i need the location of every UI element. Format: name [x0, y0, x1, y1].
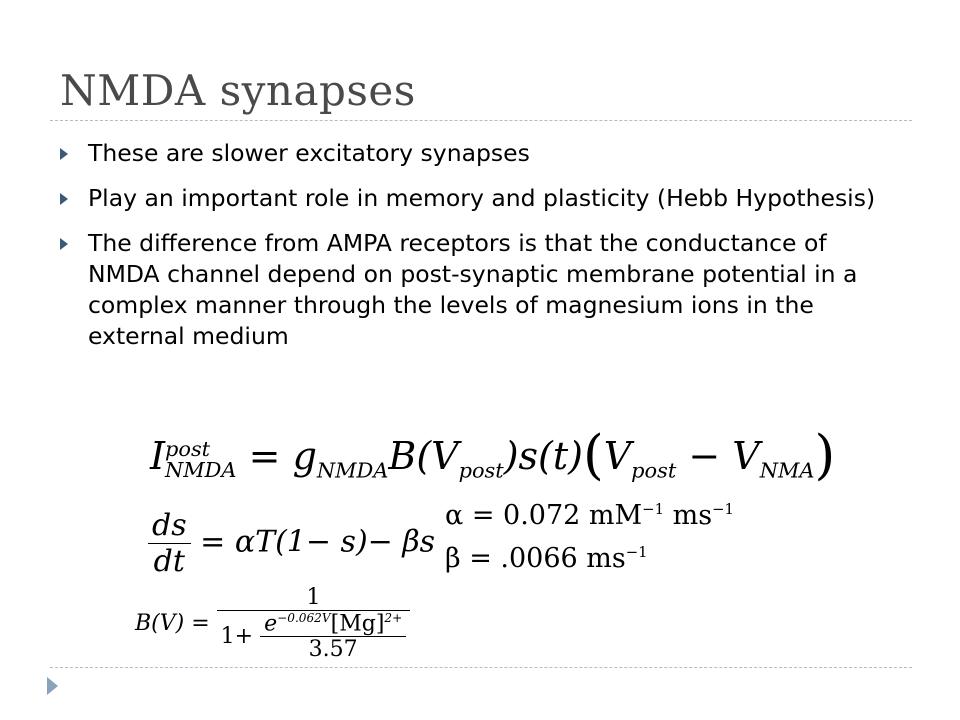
alpha-unit: ms [664, 500, 713, 531]
eq-inner-fraction: e−0.062V[Mg]2+ 3.57 [260, 611, 407, 663]
eq-one-plus: 1+ [220, 624, 254, 650]
bullet-text: Play an important role in memory and pla… [88, 184, 876, 212]
eq-v2-sub: NMA [759, 458, 815, 483]
eq-g-sub: NMDA [316, 458, 389, 483]
bullet-list: These are slower excitatory synapses Pla… [60, 138, 900, 366]
alpha-value: α = 0.072 mM [445, 500, 643, 531]
eq-divisor: 3.57 [308, 637, 358, 663]
eq-paren-open: ( [582, 424, 604, 486]
bullet-text: These are slower excitatory synapses [88, 139, 530, 167]
bullet-item: These are slower excitatory synapses [60, 138, 900, 169]
eq-ds-dt-fraction: ds dt [148, 508, 191, 579]
bullet-item: The difference from AMPA receptors is th… [60, 228, 900, 352]
footer-divider [50, 667, 912, 668]
eq-current-symbol: I [150, 434, 166, 478]
title-divider [50, 120, 912, 121]
eq-mg-numerator: 1 [216, 585, 411, 611]
eq-exp-power: −0.062V [277, 611, 331, 625]
eq-kinetics-rhs: = αT(1− s)− βs [200, 524, 436, 560]
alpha-exp2: −1 [712, 500, 734, 518]
eq-current-sup: post [165, 436, 211, 461]
triangle-bullet-icon [60, 148, 68, 160]
eq-paren-close: ) [814, 424, 836, 486]
eq-g-symbol: g [292, 434, 317, 478]
bullet-item: Play an important role in memory and pla… [60, 183, 900, 214]
kinetics-equation: ds dt = αT(1− s)− βs [148, 508, 435, 579]
eq-b-close: )s(t) [503, 434, 583, 478]
eq-v1-sub: post [631, 458, 677, 483]
eq-current-sub: NMDA [165, 457, 237, 482]
magnesium-block-equation: B(V) = 1 1+ e−0.062V[Mg]2+ 3.57 [135, 585, 411, 662]
beta-constant: β = .0066 ms−1 [445, 543, 648, 574]
alpha-constant: α = 0.072 mM−1 ms−1 [445, 500, 734, 531]
bullet-text: The difference from AMPA receptors is th… [88, 229, 858, 350]
eq-b-expr: B(V [388, 434, 459, 478]
beta-value: β = .0066 ms [445, 543, 626, 574]
eq-dt: dt [153, 544, 185, 579]
eq-v1: V [603, 434, 632, 478]
triangle-bullet-icon [60, 193, 68, 205]
beta-exp: −1 [625, 543, 648, 561]
eq-bv-lhs: B(V) = [135, 611, 210, 637]
alpha-exp1: −1 [642, 500, 665, 518]
eq-mg: [Mg] [330, 611, 385, 637]
eq-mg-denominator: 1+ e−0.062V[Mg]2+ 3.57 [217, 611, 411, 662]
eq-ds: ds [148, 508, 191, 544]
triangle-bullet-icon [60, 238, 68, 250]
eq-mg-power: 2+ [384, 611, 403, 625]
slide-marker-icon [47, 677, 58, 695]
eq-mg-fraction: 1 1+ e−0.062V[Mg]2+ 3.57 [216, 585, 411, 662]
eq-inner-numerator: e−0.062V[Mg]2+ [260, 611, 407, 638]
eq-exp-base: e [264, 611, 278, 637]
eq-v2: − V [676, 434, 760, 478]
eq-b-sub: post [458, 458, 504, 483]
slide-title: NMDA synapses [60, 66, 416, 115]
